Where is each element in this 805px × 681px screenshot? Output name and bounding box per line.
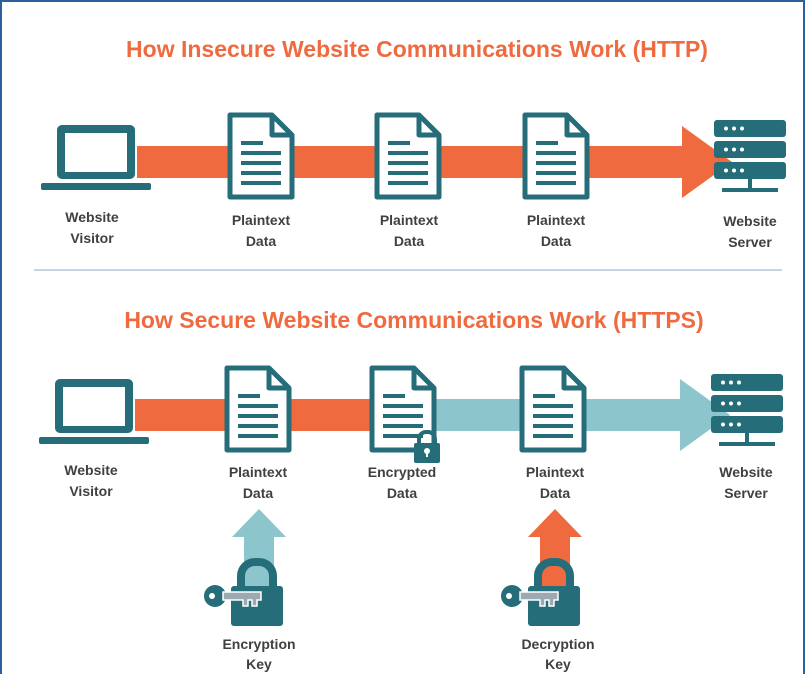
https-document-icon-2 [372,368,434,450]
https-title: How Secure Website Communications Work (… [124,307,703,333]
https-data3-label-1: Plaintext [526,464,585,480]
http-document-icon-2 [377,115,439,197]
decryption-key-label-1: Decryption [521,636,594,652]
http-data1-label-2: Data [246,233,277,249]
http-server-icon [714,120,786,192]
http-data2-label-1: Plaintext [380,212,439,228]
https-data2-label-1: Encrypted [368,464,436,480]
http-data1-label-1: Plaintext [232,212,291,228]
https-visitor-label-1: Website [64,462,118,478]
https-document-icon-1 [227,368,289,450]
encryption-key-icon [204,562,283,626]
https-data2-label-2: Data [387,485,418,501]
https-data1-label-1: Plaintext [229,464,288,480]
decryption-key-icon [501,562,580,626]
https-document-icon-3 [522,368,584,450]
http-document-icon-1 [230,115,292,197]
http-server-label-1: Website [723,213,777,229]
http-title: How Insecure Website Communications Work… [126,36,708,62]
https-laptop-icon [39,379,149,444]
http-document-icon-3 [525,115,587,197]
http-data3-label-1: Plaintext [527,212,586,228]
https-server-label-1: Website [719,464,773,480]
https-visitor-label-2: Visitor [69,483,113,499]
decryption-key-label-2: Key [545,656,571,672]
http-laptop-icon [41,125,151,190]
https-data3-label-2: Data [540,485,571,501]
encryption-key-label-1: Encryption [222,636,295,652]
https-server-label-2: Server [724,485,768,501]
https-server-icon [711,374,783,446]
encryption-key-label-2: Key [246,656,272,672]
http-data2-label-2: Data [394,233,425,249]
http-visitor-label-1: Website [65,209,119,225]
https-data1-label-2: Data [243,485,274,501]
http-data3-label-2: Data [541,233,572,249]
http-visitor-label-2: Visitor [70,230,114,246]
http-server-label-2: Server [728,234,772,250]
